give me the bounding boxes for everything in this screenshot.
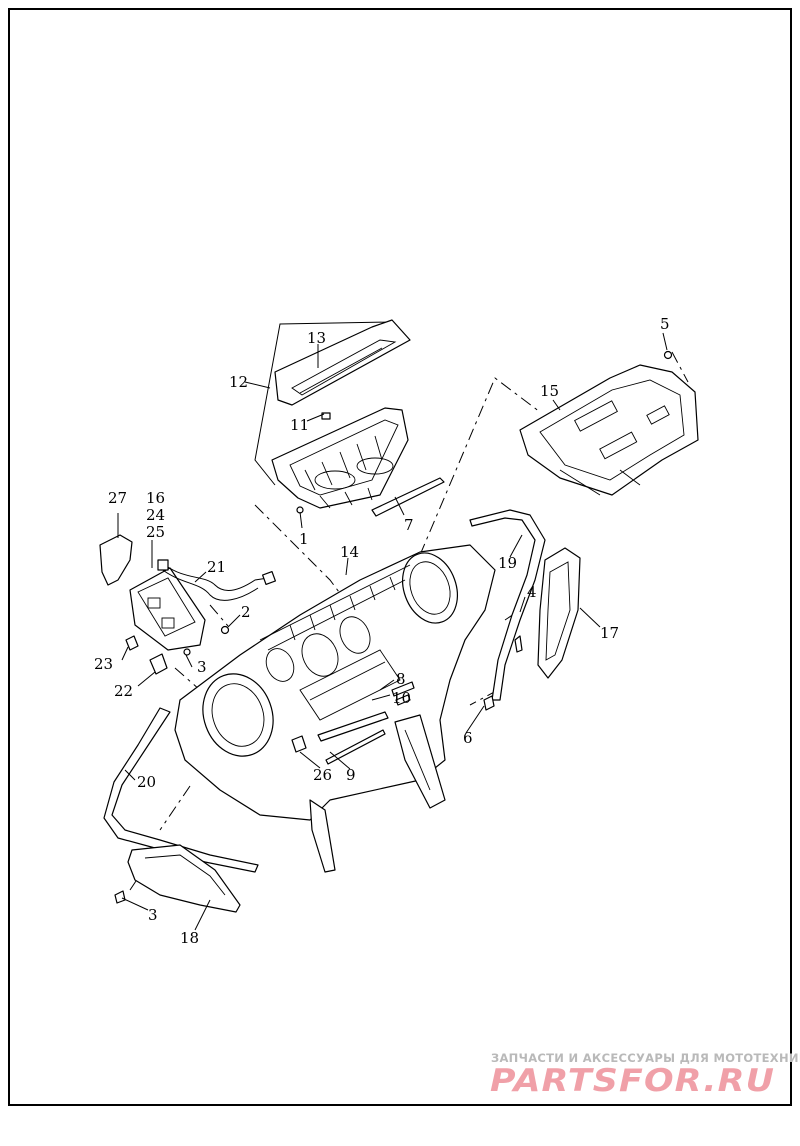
part-17-side-panel (537, 547, 581, 679)
callout-26: 26 (313, 766, 332, 784)
part-16-switch-housing (129, 567, 206, 651)
fastener-3-lower (114, 890, 126, 904)
leader-lines (117, 332, 668, 931)
part-20-trim-rail (103, 707, 259, 873)
callout-21: 21 (207, 558, 226, 576)
fastener-6 (483, 695, 495, 711)
part-22 (149, 653, 168, 675)
part-27-left-bracket (99, 534, 133, 586)
watermark-tagline: ЗАПЧАСТИ И АКСЕССУАРЫ ДЛЯ МОТОТЕХНИКИ (491, 1051, 800, 1065)
part-23 (125, 635, 139, 651)
fastener-3-upper (183, 648, 191, 656)
callout-24: 24 (146, 506, 165, 524)
fastener-2 (220, 625, 230, 635)
callout-25: 25 (146, 523, 165, 541)
fastener-4 (514, 635, 523, 653)
callout-14: 14 (340, 543, 359, 561)
callout-4: 4 (527, 583, 537, 601)
callout-27: 27 (108, 489, 127, 507)
parts-8-9-10-26 (291, 681, 415, 765)
part-14-main-fairing (174, 544, 496, 873)
watermark: ЗАПЧАСТИ И АКСЕССУАРЫ ДЛЯ МОТОТЕХНИКИ PA… (489, 1051, 800, 1100)
callout-15: 15 (540, 382, 559, 400)
callout-3-upper: 3 (197, 658, 207, 676)
part-7-strip (371, 477, 445, 517)
callout-16: 16 (146, 489, 165, 507)
callout-11: 11 (290, 416, 309, 434)
callout-10: 10 (392, 689, 411, 707)
fastener-5 (663, 350, 673, 360)
callout-6: 6 (463, 729, 473, 747)
bracket-12 (254, 321, 393, 486)
callout-18: 18 (180, 929, 199, 947)
small-fasteners (114, 350, 673, 904)
part-21-wiring-harness (157, 559, 277, 601)
drawing-frame (8, 8, 792, 1106)
callout-7: 7 (404, 516, 414, 534)
callout-3-lower: 3 (148, 906, 158, 924)
watermark-logo: PARTSFOR.RU (490, 1063, 775, 1099)
part-12-duct-assembly (271, 407, 409, 509)
callout-19: 19 (498, 554, 517, 572)
part-11 (321, 412, 331, 420)
callout-20: 20 (137, 773, 156, 791)
callout-5: 5 (660, 315, 670, 333)
callout-17: 17 (600, 624, 619, 642)
callout-12: 12 (229, 373, 248, 391)
part-18-lower-panel (127, 844, 241, 913)
callout-1: 1 (299, 530, 309, 548)
part-15-inner-skin (519, 364, 699, 496)
callout-22: 22 (114, 682, 133, 700)
callout-9: 9 (346, 766, 356, 784)
callout-labels: 13 12 11 1 7 14 15 5 19 4 17 6 8 10 9 26… (94, 315, 670, 947)
callout-2: 2 (241, 603, 251, 621)
part-13-top-trim (274, 319, 411, 406)
callout-8: 8 (396, 670, 406, 688)
callout-13: 13 (307, 329, 326, 347)
callout-23: 23 (94, 655, 113, 673)
